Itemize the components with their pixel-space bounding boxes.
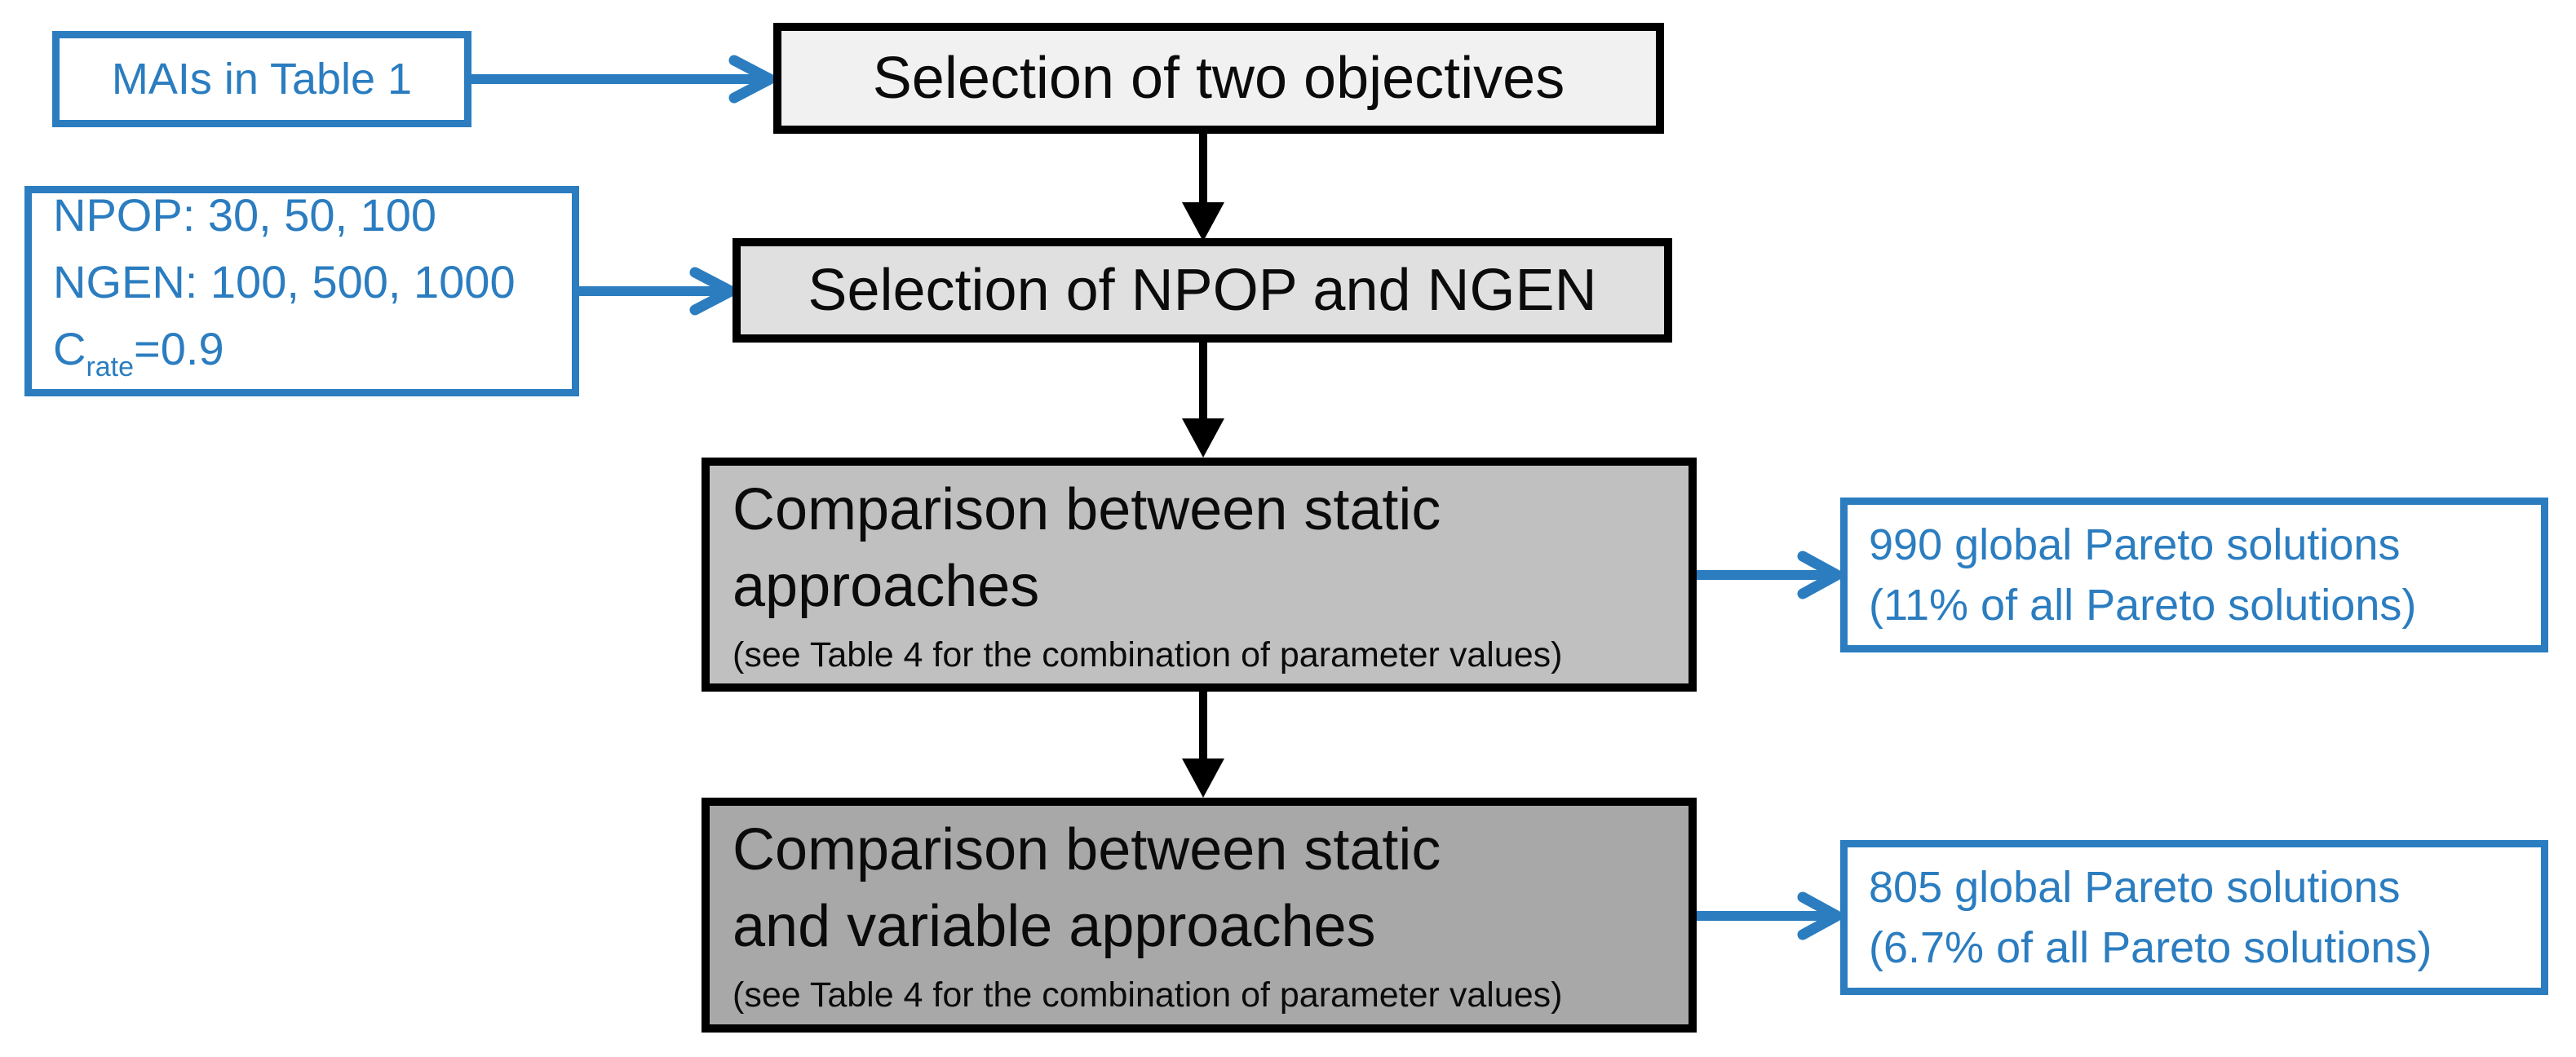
step2-label: Selection of NPOP and NGEN [808, 258, 1597, 323]
result-box-805-solutions: 805 global Pareto solutions (6.7% of all… [1840, 840, 2548, 995]
input-box-parameters: NPOP: 30, 50, 100 NGEN: 100, 500, 1000 C… [24, 186, 579, 396]
result1-line2: (11% of all Pareto solutions) [1869, 581, 2417, 630]
step3-title-line1: Comparison between static [733, 476, 1441, 542]
step4-note: (see Table 4 for the combination of para… [733, 975, 1563, 1015]
crate-base: C [53, 323, 86, 374]
arrow-step1-to-step2 [1182, 134, 1224, 241]
step4-title-line1: Comparison between static [733, 817, 1441, 882]
process-box-selection-objectives: Selection of two objectives [773, 23, 1664, 134]
crate-value: =0.9 [134, 323, 224, 374]
crate-subscript: rate [86, 352, 135, 383]
process-box-comparison-static-variable: Comparison between static and variable a… [702, 798, 1697, 1033]
arrow-params-to-step2 [579, 267, 737, 316]
mais-label: MAIs in Table 1 [111, 55, 413, 104]
step3-note: (see Table 4 for the combination of para… [733, 635, 1563, 674]
arrow-step3-to-step4 [1182, 692, 1224, 798]
arrow-step2-to-step3 [1182, 343, 1224, 458]
result-box-990-solutions: 990 global Pareto solutions (11% of all … [1840, 498, 2548, 652]
result2-line2: (6.7% of all Pareto solutions) [1869, 923, 2432, 972]
step1-label: Selection of two objectives [872, 46, 1565, 111]
step3-title-line2: approaches [733, 553, 1040, 619]
process-box-selection-npop-ngen: Selection of NPOP and NGEN [733, 238, 1672, 343]
arrow-step3-to-result1 [1697, 551, 1843, 599]
step4-title-line2: and variable approaches [733, 894, 1376, 959]
params-ngen-line: NGEN: 100, 500, 1000 [53, 256, 516, 307]
result1-line1: 990 global Pareto solutions [1869, 520, 2401, 569]
process-box-comparison-static: Comparison between static approaches (se… [702, 458, 1697, 692]
arrow-step4-to-result2 [1697, 891, 1843, 940]
params-npop-line: NPOP: 30, 50, 100 [53, 189, 437, 241]
arrow-mais-to-step1 [471, 55, 776, 104]
input-box-mais: MAIs in Table 1 [52, 31, 471, 127]
result2-line1: 805 global Pareto solutions [1869, 863, 2401, 912]
params-crate-line: Crate=0.9 [53, 316, 572, 400]
